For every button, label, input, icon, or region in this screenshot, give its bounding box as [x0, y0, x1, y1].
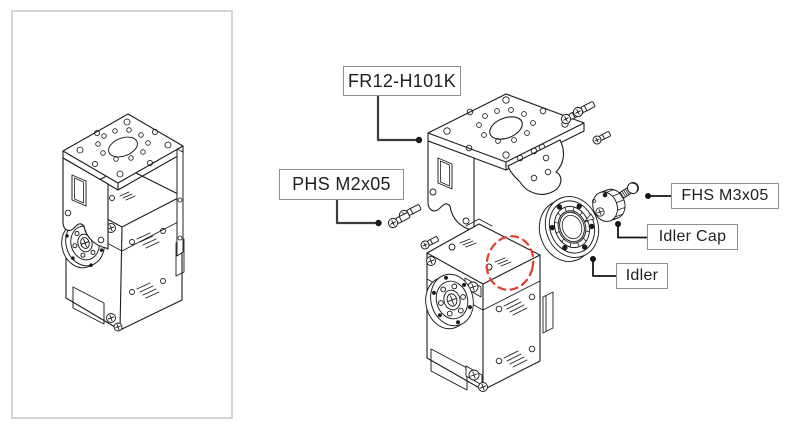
phs-screws-left-drawing — [387, 204, 439, 250]
label-idler: Idler — [616, 263, 668, 289]
leader-lines — [335, 94, 672, 277]
leader-dot-fhs — [645, 193, 651, 199]
leader-dot-phs — [375, 219, 382, 227]
idler-drawing — [538, 196, 600, 262]
exploded-frame-drawing — [427, 93, 585, 232]
fhs-screw-drawing — [618, 182, 639, 199]
assembled-unit-drawing — [61, 113, 185, 332]
leader-phs — [335, 198, 377, 225]
phs-screws-top-drawing — [560, 101, 611, 145]
idler-cap-drawing — [584, 188, 626, 222]
highlight-ellipse — [485, 235, 535, 291]
label-fhs-screw: FHS M3x05 — [671, 183, 779, 209]
leader-dot-idler-cap — [615, 221, 621, 227]
leader-frame — [376, 94, 418, 142]
exploded-servo-horn — [425, 273, 474, 330]
label-phs-screw: PHS M2x05 — [279, 169, 404, 200]
label-idler-cap: Idler Cap — [647, 224, 738, 250]
frame-center-hole — [489, 116, 523, 140]
assembled-frame — [62, 113, 184, 257]
exploded-servo-body — [426, 218, 554, 392]
leader-dot-idler — [590, 256, 596, 262]
leader-idler-cap — [617, 226, 648, 239]
frame-hole-circle — [443, 96, 569, 159]
leader-dot-frame — [415, 136, 423, 144]
leader-idler — [592, 261, 617, 277]
label-frame: FR12-H101K — [343, 66, 461, 96]
